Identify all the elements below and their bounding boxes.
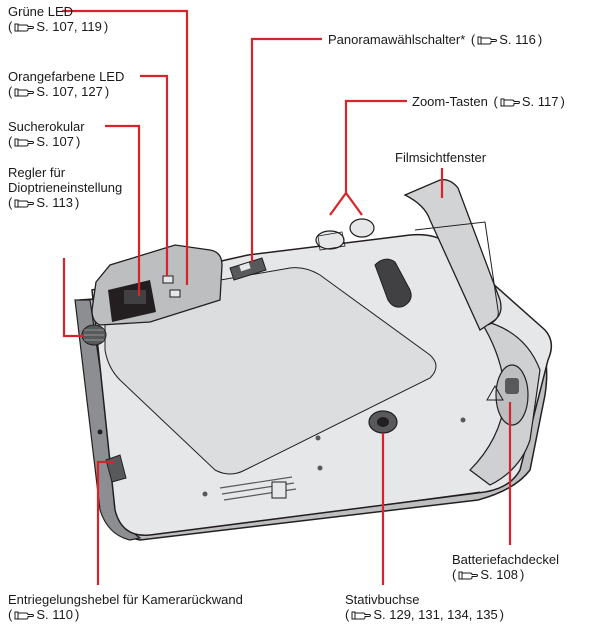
leader-sucherokular [105,124,141,296]
hand-pointing-icon [477,34,498,45]
zoom-button-right [349,218,375,238]
hand-pointing-icon [14,21,35,32]
label-filmsicht-title: Filmsichtfenster [395,150,487,165]
leader-zoom-right [345,192,363,216]
film-window-slot [374,258,412,308]
label-gruene-led: Grüne LED (S. 107, 119) [8,4,109,34]
hand-pointing-icon [14,609,35,620]
label-sucherokular: Sucherokular (S. 107) [8,119,85,149]
leader-gruene-led [62,9,189,285]
label-batterie-ref: S. 108 [480,567,518,582]
label-gruene-led-ref: S. 107, 119 [36,19,102,34]
label-sucherokular-title: Sucherokular [8,119,85,134]
camera-back-panel [104,267,437,475]
label-batterie: Batteriefachdeckel (S. 108) [452,552,559,582]
label-batterie-title: Batteriefachdeckel [452,552,559,567]
label-panorama-ref: S. 116 [499,32,536,47]
hand-pointing-icon [500,96,520,107]
label-entriegelung-title: Entriegelungshebel für Kamerarückwand [8,592,243,607]
label-zoom-title: Zoom-Tasten [412,94,488,109]
green-led-shape [162,275,174,284]
leader-zoom [344,99,407,193]
label-zoom-ref: S. 117 [521,94,559,109]
hand-pointing-icon [14,197,35,208]
label-orange-led-title: Orangefarbene LED [8,69,125,84]
label-stativ-ref: S. 129, 131, 134, 135 [373,607,498,622]
label-regler-title-1: Regler für [8,165,66,180]
film-window-flap [403,179,502,331]
label-panorama: Panoramawählschalter* (S. 116) [328,32,543,47]
orange-led-shape [169,289,181,298]
hand-pointing-icon [14,86,35,97]
leader-entriegelung [96,460,114,585]
label-panorama-title: Panoramawählschalter* [328,32,466,47]
label-entriegelung-ref: S. 110 [36,607,73,622]
label-gruene-led-title: Grüne LED [8,4,74,19]
label-entriegelung: Entriegelungshebel für Kamerarückwand (S… [8,592,243,622]
label-filmsicht: Filmsichtfenster [395,150,486,165]
hand-pointing-icon [351,609,372,620]
leader-regler [62,258,84,338]
leader-orange-led [140,74,169,276]
battery-cover-shape [495,364,529,426]
hand-pointing-icon [458,569,479,580]
leader-zoom-left [329,192,347,216]
label-orange-led-ref: S. 107, 127 [36,84,103,99]
label-zoom: Zoom-Tasten (S. 117) [412,94,565,109]
label-regler: Regler für Dioptrieneinstellung (S. 113) [8,165,123,210]
label-regler-ref: S. 113 [36,195,73,210]
label-stativ: Stativbuchse (S. 129, 131, 134, 135) [345,592,505,622]
label-regler-title-2: Dioptrieneinstellung [8,180,123,195]
label-orange-led: Orangefarbene LED (S. 107, 127) [8,69,125,99]
label-sucherokular-ref: S. 107 [36,134,74,149]
leader-panorama [250,37,322,262]
hand-pointing-icon [14,136,35,147]
label-stativ-title: Stativbuchse [345,592,420,607]
